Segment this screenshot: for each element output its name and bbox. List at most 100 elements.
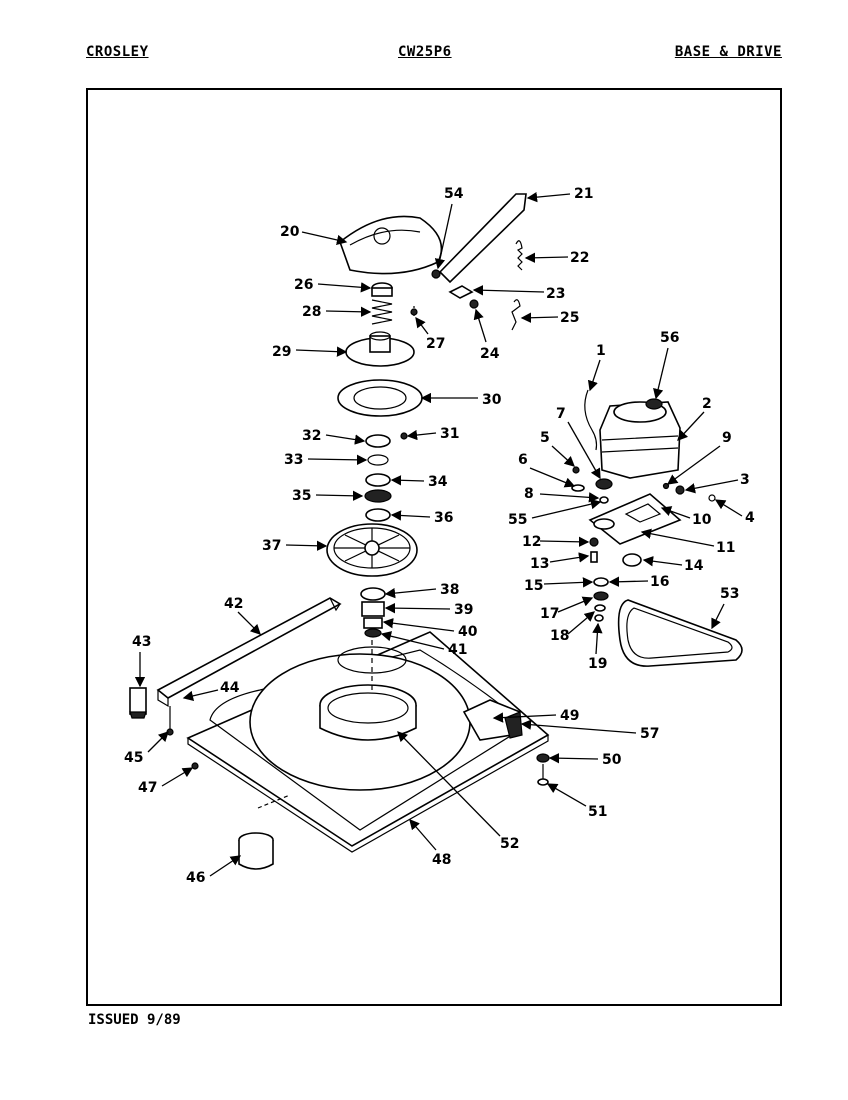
svg-text:3: 3 (740, 472, 750, 488)
callout-35: 35 (292, 488, 364, 504)
callouts: 1 2 3 4 5 6 7 8 9 10 11 12 13 14 15 16 1… (124, 186, 755, 886)
svg-text:24: 24 (480, 346, 500, 362)
svg-text:53: 53 (720, 586, 739, 602)
svg-text:33: 33 (284, 452, 303, 468)
svg-text:23: 23 (546, 286, 565, 302)
svg-text:12: 12 (522, 534, 541, 550)
svg-text:45: 45 (124, 750, 143, 766)
svg-text:42: 42 (224, 596, 243, 612)
callout-44: 44 (182, 680, 240, 701)
svg-text:37: 37 (262, 538, 281, 554)
callout-30: 30 (420, 392, 502, 408)
callout-57: 57 (520, 719, 659, 742)
svg-text:7: 7 (556, 406, 566, 422)
svg-text:31: 31 (440, 426, 459, 442)
diagram-frame (86, 88, 782, 1006)
svg-text:47: 47 (138, 780, 157, 796)
callout-38: 38 (384, 582, 459, 599)
brand-label: CROSLEY (86, 44, 149, 60)
callout-29: 29 (272, 344, 348, 360)
callout-52: 52 (397, 731, 519, 852)
svg-text:11: 11 (716, 540, 735, 556)
svg-text:41: 41 (448, 642, 467, 658)
svg-text:1: 1 (596, 343, 606, 359)
callout-45: 45 (124, 731, 169, 766)
callout-39: 39 (384, 602, 473, 618)
callout-24: 24 (473, 308, 500, 362)
svg-text:18: 18 (550, 628, 569, 644)
callout-26: 26 (294, 277, 372, 293)
callout-55: 55 (508, 499, 602, 528)
callout-53: 53 (711, 586, 739, 630)
svg-text:5: 5 (540, 430, 550, 446)
callout-46: 46 (186, 855, 242, 886)
callout-2: 2 (677, 396, 712, 441)
callout-1: 1 (587, 343, 606, 392)
svg-text:22: 22 (570, 250, 589, 266)
svg-text:52: 52 (500, 836, 519, 852)
callout-40: 40 (382, 618, 478, 640)
svg-text:14: 14 (684, 558, 704, 574)
callout-17: 17 (540, 596, 594, 622)
svg-text:34: 34 (428, 474, 448, 490)
svg-text:19: 19 (588, 656, 607, 672)
svg-text:32: 32 (302, 428, 321, 444)
callout-42: 42 (224, 596, 261, 635)
svg-text:39: 39 (454, 602, 473, 618)
callout-31: 31 (406, 426, 459, 442)
svg-text:49: 49 (560, 708, 579, 724)
model-number: CW25P6 (398, 44, 452, 60)
callout-11: 11 (640, 528, 735, 556)
callout-13: 13 (530, 552, 590, 572)
callout-23: 23 (472, 285, 565, 302)
callout-28: 28 (302, 304, 372, 320)
callout-10: 10 (660, 506, 712, 528)
svg-text:50: 50 (602, 752, 622, 768)
base-plate (186, 631, 550, 853)
callout-37: 37 (262, 538, 328, 554)
callout-7: 7 (556, 406, 601, 480)
svg-text:36: 36 (434, 510, 453, 526)
callout-50: 50 (548, 752, 622, 768)
svg-text:44: 44 (220, 680, 240, 696)
callout-5: 5 (540, 430, 575, 467)
section-title: BASE & DRIVE (674, 44, 782, 60)
svg-text:48: 48 (432, 852, 451, 868)
svg-text:29: 29 (272, 344, 291, 360)
svg-text:2: 2 (702, 396, 712, 412)
svg-text:57: 57 (640, 726, 659, 742)
svg-text:54: 54 (444, 186, 464, 202)
brace-and-small-parts (129, 597, 550, 870)
svg-text:51: 51 (588, 804, 607, 820)
svg-text:17: 17 (540, 606, 559, 622)
callout-25: 25 (520, 310, 579, 326)
svg-text:35: 35 (292, 488, 311, 504)
callout-4: 4 (714, 499, 755, 526)
svg-text:16: 16 (650, 574, 669, 590)
transmission-stack (326, 215, 443, 690)
svg-text:43: 43 (132, 634, 151, 650)
callout-47: 47 (138, 767, 194, 796)
callout-21: 21 (526, 186, 593, 203)
callout-51: 51 (546, 783, 607, 820)
svg-text:4: 4 (745, 510, 755, 526)
callout-41: 41 (380, 631, 467, 658)
svg-text:38: 38 (440, 582, 459, 598)
svg-text:8: 8 (524, 486, 534, 502)
callout-49: 49 (492, 708, 579, 724)
callout-33: 33 (284, 452, 368, 468)
callout-16: 16 (608, 574, 669, 590)
motor (584, 389, 681, 490)
callout-6: 6 (518, 452, 576, 488)
svg-text:9: 9 (722, 430, 732, 446)
callout-32: 32 (302, 428, 366, 445)
callout-12: 12 (522, 534, 590, 550)
callout-19: 19 (588, 622, 607, 672)
callout-34: 34 (390, 474, 448, 490)
callout-9: 9 (666, 430, 732, 485)
svg-text:25: 25 (560, 310, 579, 326)
callout-3: 3 (684, 472, 750, 494)
svg-text:26: 26 (294, 277, 313, 293)
svg-text:10: 10 (692, 512, 712, 528)
